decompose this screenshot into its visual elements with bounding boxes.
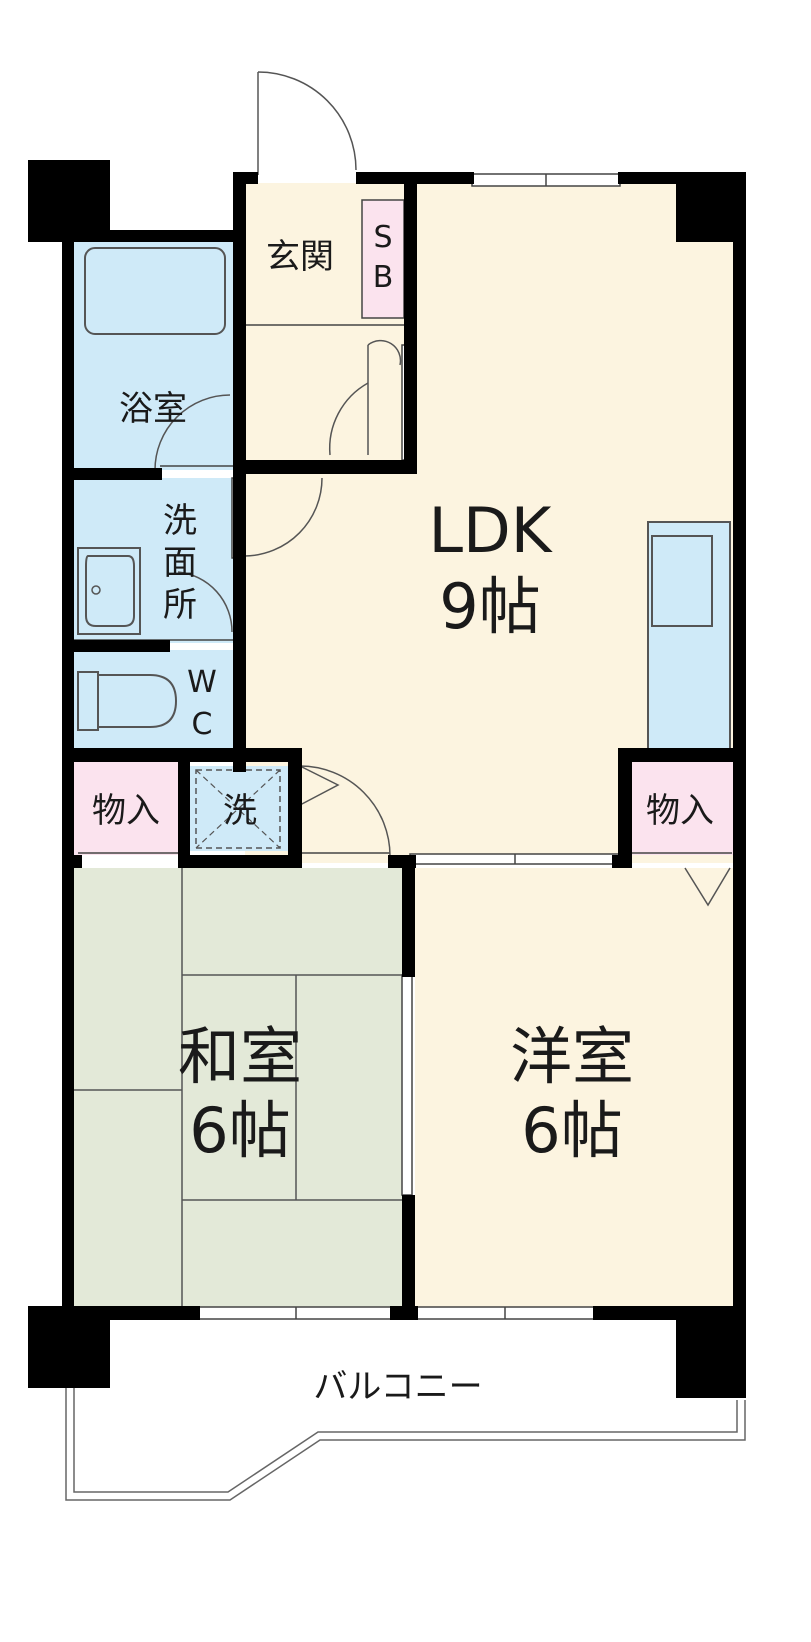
washer-label: 洗 (223, 791, 257, 831)
bathtub (84, 247, 226, 335)
balcony-label: バルコニー (313, 1367, 482, 1407)
washer-diag-a (195, 769, 281, 849)
bath-label: 浴室 (119, 389, 187, 429)
wc-label-c: C (192, 707, 213, 742)
youshitsu-size: 6帖 (521, 1094, 622, 1167)
sink-drain (91, 585, 101, 595)
balcony-outline (65, 1388, 746, 1501)
genkan-label: 玄関 (266, 237, 334, 277)
wc-label-w: W (187, 665, 217, 700)
sink-basin (85, 555, 135, 627)
tatami-lines (70, 868, 405, 1313)
walls (28, 160, 746, 1398)
washroom-label-2: 面 (163, 543, 197, 583)
ldk-size: 9帖 (439, 570, 540, 643)
storage-right-label: 物入 (646, 791, 714, 831)
washer-pan (188, 766, 288, 851)
storage-left-floor (70, 760, 180, 855)
ldk-label: LDK (429, 494, 553, 567)
washer-diag-b (195, 769, 281, 849)
shoebox-floor (361, 199, 405, 319)
washroom-label-1: 洗 (163, 501, 197, 541)
storage-left-label: 物入 (92, 791, 160, 831)
balcony-outline-inner (73, 1388, 738, 1493)
toilet-bowl (97, 674, 178, 728)
youshitsu-floor (415, 868, 735, 1313)
kitchen-sink (651, 535, 713, 627)
shoebox-label-s: S (373, 220, 392, 255)
washitsu-size: 6帖 (189, 1094, 290, 1167)
toilet-tank (77, 671, 99, 731)
washitsu-label: 和室 (178, 1020, 302, 1093)
washroom-label-3: 所 (163, 585, 197, 625)
door-swings (154, 71, 731, 907)
shoebox-label-b: B (373, 260, 394, 295)
storage-right-floor (625, 760, 735, 855)
youshitsu-label: 洋室 (510, 1020, 634, 1093)
